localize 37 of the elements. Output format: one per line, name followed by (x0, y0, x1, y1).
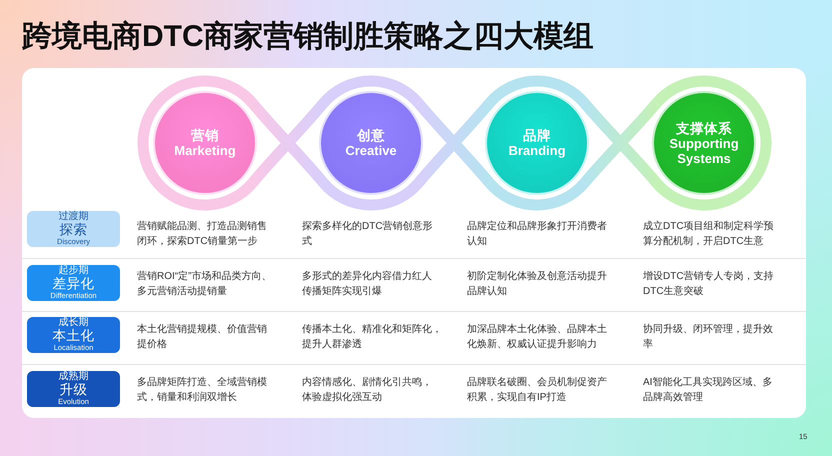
page-title: 跨境电商DTC商家营销制胜策略之四大模组 (22, 19, 594, 55)
stage-label: 过渡期 (58, 212, 88, 222)
description-text: 品牌定位和品牌形象打开消费者认知 (467, 220, 608, 248)
stage-label: 成熟期 (58, 372, 88, 382)
phase-name: 本土化 (52, 328, 94, 343)
description-text: 营销赋能品测、打造品测销售闭环，探索DTC销量第一步 (137, 220, 268, 248)
description-text: 品牌联名破圈、会员机制促资产积累，实现自有IP打造 (467, 376, 608, 404)
phase-name: 差异化 (52, 276, 94, 291)
description-text: 加深品牌本土化体验、品牌本土化焕新、权威认证提升影响力 (467, 323, 608, 352)
stage-label: 成长期 (58, 318, 88, 328)
module-name: 品牌 (523, 127, 551, 144)
description-text: 多形式的差异化内容借力红人传播矩阵实现引爆 (302, 270, 433, 298)
phase-name: 探索 (60, 222, 88, 237)
module-subtitle: Branding (508, 144, 566, 159)
description-text: 传播本土化、精准化和矩阵化，提升人群渗透 (302, 323, 443, 352)
module-name: 创意 (357, 127, 385, 144)
description-text: 探索多样化的DTC营销创意形式 (302, 220, 434, 248)
module-name: 支撑体系 (676, 120, 732, 137)
description-text: 成立DTC项目组和制定科学预算分配机制，开启DTC生意 (643, 220, 775, 248)
stage-label: 起步期 (58, 266, 88, 276)
module-subtitle: Marketing (174, 144, 236, 159)
description-text: 本土化营销提规模、价值营销提价格 (137, 323, 268, 352)
module-name: 营销 (191, 127, 219, 144)
module-subtitle: Supporting Systems (668, 137, 740, 166)
module-subtitle: Creative (345, 144, 397, 159)
description-text: 营销ROI“定”市场和品类方向、多元营销活动提销量 (137, 270, 272, 298)
phase-label-box (27, 371, 120, 407)
description-text: 初阶定制化体验及创意活动提升品牌认知 (467, 270, 608, 298)
description-text: AI智能化工具实现跨区域、多品牌高效管理 (643, 376, 774, 404)
description-text: 增设DTC营销专人专岗，支持DTC生意突破 (643, 270, 775, 298)
description-text: 协同升级、闭环管理，提升效率 (643, 323, 774, 352)
phase-label-box (27, 317, 120, 353)
description-text: 内容情感化、剧情化引共鸣，体验虚拟化强互动 (302, 376, 433, 404)
phase-name: 升级 (60, 382, 88, 397)
description-text: 多品牌矩阵打造、全域营销模式，销量和利润双增长 (137, 376, 268, 404)
phase-label-box (27, 211, 120, 247)
phase-label-box (27, 265, 120, 301)
